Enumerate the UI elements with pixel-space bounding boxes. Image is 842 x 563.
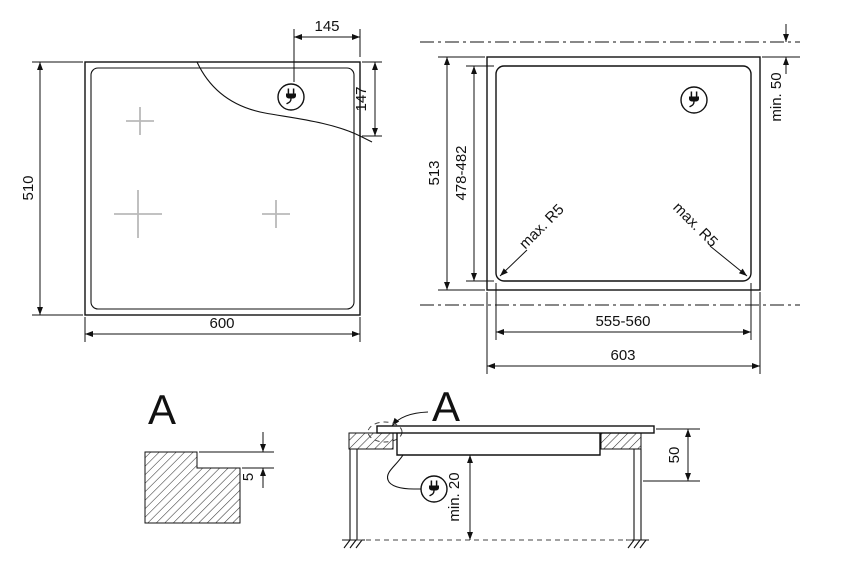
max-r5-left-label: max. R5 (516, 201, 568, 253)
detail-a-view: A 5 (144, 386, 274, 524)
section-a-label: A (432, 383, 460, 430)
cooking-zone-cross (262, 200, 290, 228)
max-r5-right-label: max. R5 (669, 199, 721, 251)
dimension-600: 600 (84, 315, 361, 342)
glass-break-curve (196, 61, 373, 143)
dim-5-label: 5 (240, 473, 257, 481)
dimension-50: 50 (643, 428, 700, 482)
hob-outer-rect (486, 56, 761, 291)
dimension-478-482: 478-482 (453, 65, 494, 282)
dim-147-label: 147 (353, 86, 370, 111)
power-plug-icon (680, 86, 708, 114)
dim-min20-label: min. 20 (446, 472, 463, 521)
dim-513-label: 513 (426, 160, 443, 185)
dimension-147: 147 (353, 61, 382, 137)
power-plug-icon (277, 83, 305, 111)
hob-body-section (396, 433, 601, 456)
cabinet-left-wall (342, 449, 365, 549)
detail-a-label: A (148, 386, 176, 433)
hob-glass-section (376, 425, 655, 434)
dim-145-label: 145 (314, 18, 339, 35)
dim-600-label: 600 (209, 315, 234, 332)
dimension-5: 5 (199, 432, 274, 488)
corner-radius-left: max. R5 (499, 201, 568, 277)
cutout-view: min. 50 513 478-482 max. R5 max. R5 555 (420, 24, 800, 374)
hob-outline (84, 61, 361, 316)
cabinet-right-wall (626, 449, 649, 549)
dimension-513: 513 (426, 56, 485, 291)
dimension-145: 145 (293, 18, 361, 82)
power-cable (386, 454, 421, 490)
dim-603-label: 603 (610, 347, 635, 364)
hob-inner-edge (90, 67, 355, 310)
dim-510-label: 510 (20, 175, 37, 200)
top-view: 145 147 510 600 (20, 18, 382, 342)
detail-a-leader-arrow (391, 411, 429, 427)
cooking-zone-cross (126, 107, 154, 135)
power-plug-icon (420, 475, 448, 503)
dim-min50-label: min. 50 (768, 72, 785, 121)
dimension-min-20: min. 20 (446, 455, 473, 540)
dim-50-label: 50 (666, 447, 683, 464)
dimension-555-560: 555-560 (495, 283, 752, 340)
dimension-min-50: min. 50 (762, 24, 800, 122)
dimension-603: 603 (486, 292, 761, 374)
worktop-right-section (600, 432, 642, 450)
worktop-section-detail (144, 451, 241, 524)
dim-555-560-label: 555-560 (595, 313, 650, 330)
cutout-rect (495, 65, 752, 282)
cooking-zone-cross (114, 190, 162, 238)
corner-radius-right: max. R5 (669, 199, 748, 277)
worktop-left-section (348, 432, 394, 450)
section-view: A min. 20 (342, 383, 700, 549)
dim-478-482-label: 478-482 (453, 145, 470, 200)
dimension-510: 510 (20, 61, 83, 316)
